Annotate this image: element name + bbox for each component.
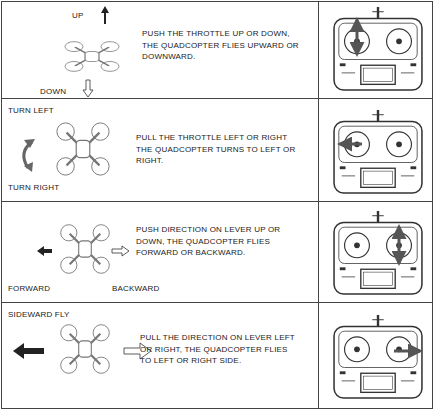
motion-arrows — [13, 6, 151, 359]
direction-label: FORWARD — [8, 283, 50, 294]
direction-label: TURN RIGHT — [8, 182, 59, 193]
stick-arrows — [340, 20, 420, 351]
direction-label: BACKWARD — [112, 283, 160, 294]
transmitter — [334, 7, 422, 398]
direction-label: SIDEWARD FLY — [8, 309, 70, 320]
instruction-text: PULL THE DIRECTION ON LEVER LEFT OR RIGH… — [140, 332, 300, 367]
instruction-text: PUSH THE THROTTLE UP OR DOWN, THE QUADCO… — [142, 28, 307, 63]
instruction-text: PUSH DIRECTION ON LEVER UP OR DOWN, THE … — [136, 224, 301, 259]
instruction-text: PULL THE THROTTLE LEFT OR RIGHT THE QUAD… — [136, 132, 301, 167]
quadcopter — [57, 42, 119, 374]
direction-label: DOWN — [40, 86, 66, 97]
direction-label: TURN LEFT — [8, 105, 54, 116]
direction-label: UP — [72, 10, 84, 21]
